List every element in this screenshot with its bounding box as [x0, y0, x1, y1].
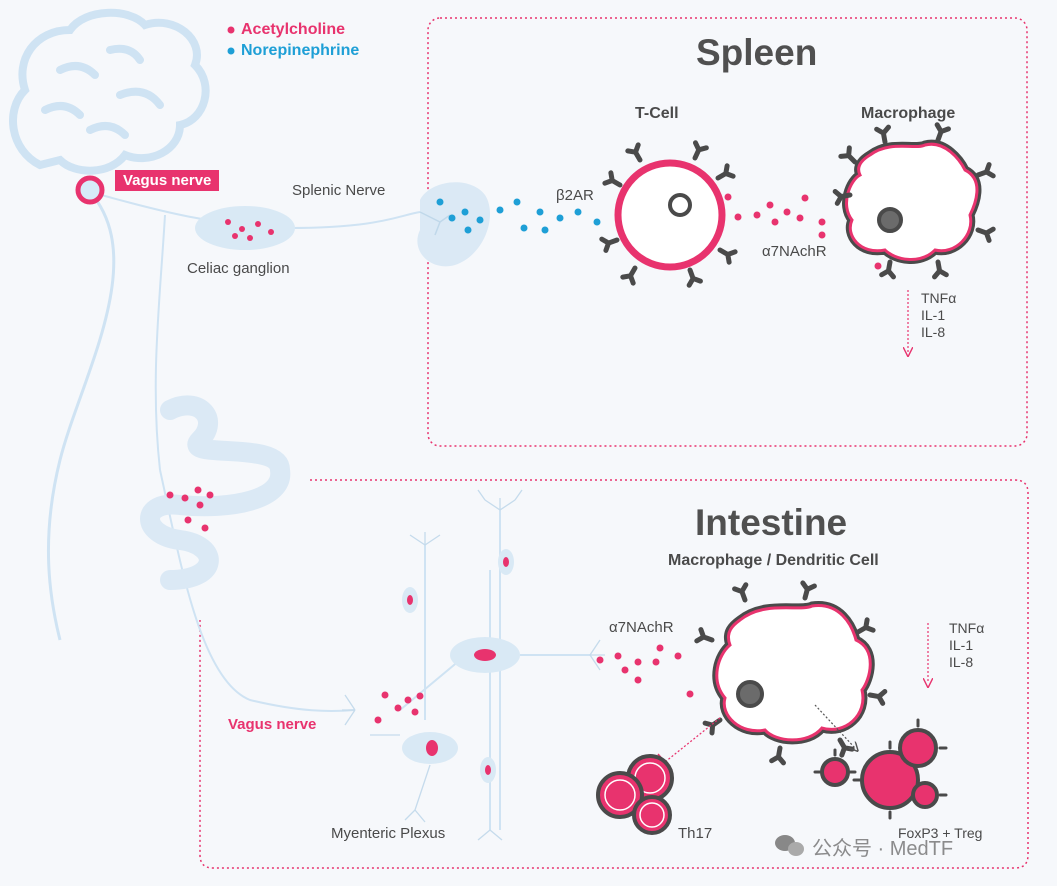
t-cell-label: T-Cell [635, 105, 679, 122]
vagus-origin-node [75, 175, 105, 205]
macrophage-intestine [697, 583, 885, 763]
spleen-cytokine-il8: IL-8 [921, 324, 946, 340]
nerve-endings-spleen [419, 211, 451, 236]
ach-dots-intestine-macrophage [596, 644, 694, 698]
spleen-cytokine-tnfa: TNFα [921, 290, 957, 306]
t-cell [602, 143, 735, 285]
brain-icon [9, 8, 210, 175]
ach-dots-spleen [724, 193, 826, 239]
ach-dots-celiac [225, 219, 274, 241]
treg-cells [813, 718, 948, 820]
macrophage-dendritic-label: Macrophage / Dendritic Cell [668, 552, 879, 569]
celiac-ganglion [195, 206, 295, 250]
th17-label: Th17 [678, 825, 713, 842]
acetylcholine-legend-dot [227, 26, 235, 34]
spleen-title: Spleen [696, 32, 818, 73]
treg-arrow [814, 704, 855, 748]
th17-cells [596, 754, 674, 835]
celiac-ganglion-label: Celiac ganglion [187, 260, 290, 277]
ach-dots-intestine-gut [166, 486, 214, 532]
dendrite-branches [342, 489, 605, 841]
watermark: 公众号 · MedTF [812, 838, 954, 860]
ne-dots [436, 198, 601, 234]
a7nachr-spleen-label: α7NAchR [762, 243, 827, 260]
macrophage-spleen [835, 125, 993, 277]
vagus-nerve-intestine-label: Vagus nerve [228, 716, 317, 733]
b2ar-label: β2AR [556, 187, 594, 204]
intestine-icon [140, 395, 291, 590]
nerve-fibers [46, 191, 590, 830]
legend-norepinephrine: Norepinephrine [241, 42, 360, 59]
spleen-cytokine-il1: IL-1 [921, 307, 946, 323]
ach-dots-plexus [374, 691, 424, 724]
spleen-cytokines: TNFα IL-1 IL-8 [921, 290, 956, 341]
enteric-neurons [402, 549, 520, 783]
legend-acetylcholine: Acetylcholine [241, 21, 346, 38]
intestine-title: Intestine [695, 502, 848, 543]
splenic-nerve-label: Splenic Nerve [292, 182, 386, 199]
vagus-nerve-tag: Vagus nerve [115, 170, 220, 191]
wechat-icon [775, 835, 804, 856]
intestine-cytokines: TNFα IL-1 IL-8 [949, 620, 984, 671]
spleen-organ [417, 182, 491, 267]
intestine-cytokine-il8: IL-8 [949, 654, 974, 670]
a7nachr-intestine-label: α7NAchR [609, 619, 674, 636]
norepinephrine-legend-dot [227, 47, 235, 55]
intestine-cytokine-tnfa: TNFα [949, 620, 985, 636]
macrophage-label: Macrophage [861, 105, 956, 122]
myenteric-plexus-label: Myenteric Plexus [331, 825, 446, 842]
spleen-frame [427, 17, 1028, 447]
intestine-cytokine-il1: IL-1 [949, 637, 974, 653]
treg-label: FoxP3 + Treg [898, 825, 983, 841]
